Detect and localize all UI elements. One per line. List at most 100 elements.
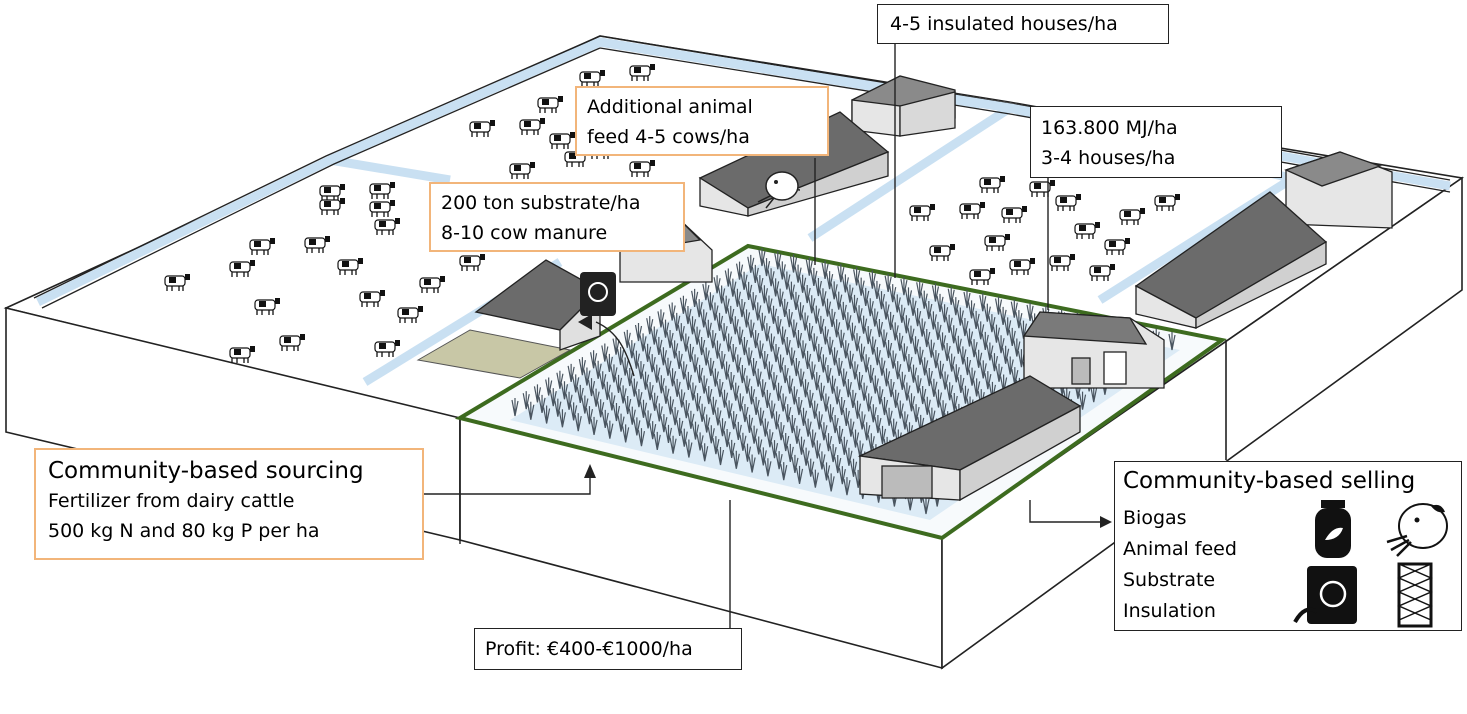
- crop-plant: [704, 319, 712, 338]
- cow: [909, 204, 935, 221]
- crop-plant: [660, 414, 668, 433]
- crop-plant: [758, 312, 766, 331]
- crop-plant: [887, 379, 895, 398]
- crop-plant: [801, 312, 809, 331]
- crop-plant: [614, 374, 623, 393]
- crop-plant: [804, 350, 812, 370]
- crop-plant: [947, 286, 955, 305]
- crop-plant: [622, 424, 630, 443]
- crop-plant: [824, 365, 832, 384]
- crop-plant: [843, 477, 851, 496]
- crop-plant: [695, 299, 703, 318]
- crop-plant: [822, 462, 831, 481]
- crop-plant: [806, 389, 814, 409]
- cow: [1055, 194, 1081, 211]
- crop-plant: [967, 300, 976, 319]
- crop-plant: [939, 400, 947, 419]
- crop-plant: [981, 331, 989, 350]
- crop-plant: [842, 407, 850, 426]
- crop-plant: [729, 344, 737, 363]
- crop-plant: [884, 273, 892, 292]
- crop-plant: [776, 288, 784, 307]
- crop-plant: [612, 402, 621, 422]
- cow: [1001, 206, 1027, 223]
- crop-plant: [709, 330, 717, 349]
- crop-plant: [758, 248, 766, 267]
- crop-plant: [649, 421, 657, 440]
- crop-plant: [765, 295, 773, 314]
- crop-plant: [853, 267, 861, 286]
- crop-plant: [787, 281, 796, 300]
- crop-plant: [931, 283, 940, 302]
- crop-plant: [695, 364, 704, 384]
- community-sourcing-box: Community-based sourcing Fertilizer from…: [34, 448, 424, 560]
- crop-plant: [878, 425, 887, 445]
- crop-plant: [777, 422, 785, 441]
- crop-plant: [735, 261, 744, 280]
- crop-plant: [599, 371, 607, 390]
- cow: [629, 160, 655, 177]
- sourcing-line1: Fertilizer from dairy cattle: [48, 490, 295, 512]
- crop-plant: [685, 439, 693, 458]
- cow-head-map-icon: [757, 171, 799, 209]
- crop-plant: [659, 347, 668, 366]
- crop-plant: [728, 439, 736, 458]
- crop-plant: [653, 431, 661, 451]
- sourcing-line2: 500 kg N and 80 kg P per ha: [48, 520, 320, 542]
- crop-plant: [687, 410, 695, 429]
- crop-plant: [673, 312, 681, 331]
- crop-plant: [723, 429, 731, 448]
- cow: [229, 260, 255, 277]
- crop-plant: [578, 357, 586, 376]
- cow: [579, 70, 605, 87]
- crop-plant: [826, 336, 834, 355]
- crop-plant: [904, 287, 913, 306]
- crop-plant: [560, 381, 569, 400]
- cow: [369, 200, 395, 217]
- crop-plant: [963, 356, 972, 376]
- crop-plant: [979, 360, 987, 379]
- crop-plant: [887, 311, 895, 331]
- crop-plant: [835, 291, 843, 310]
- crop-plant: [851, 361, 859, 380]
- crop-plant: [977, 321, 985, 340]
- cow-eating-icon: [1386, 503, 1448, 557]
- crop-plant: [691, 288, 699, 308]
- crop-plant: [903, 382, 911, 401]
- substrate-bag-map-icon: [580, 272, 616, 316]
- crop-plant: [712, 436, 720, 455]
- crop-plant: [632, 350, 640, 369]
- crop-plant: [666, 330, 674, 349]
- crop-plant: [617, 413, 625, 432]
- crop-plant: [932, 350, 940, 369]
- cow: [469, 120, 495, 137]
- crop-plant: [772, 278, 780, 297]
- crop-plant: [782, 432, 790, 452]
- crop-plant: [898, 304, 906, 323]
- crop-plant: [810, 267, 818, 286]
- crop-plant: [975, 349, 983, 368]
- crop-plant: [840, 436, 848, 455]
- crop-plant: [818, 451, 826, 470]
- crop-plant: [844, 312, 852, 331]
- crop-plant: [716, 447, 725, 466]
- crop-plant: [780, 462, 788, 481]
- crop-plant: [815, 411, 823, 430]
- cow: [319, 198, 345, 215]
- crop-plant: [730, 411, 738, 430]
- crop-plant: [1008, 327, 1016, 347]
- crop-plant: [849, 458, 858, 477]
- crop-plant: [827, 473, 835, 492]
- crop-plant: [739, 432, 747, 451]
- crop-plant: [774, 251, 782, 270]
- crop-plant: [754, 368, 762, 387]
- crop-plant: [860, 382, 868, 401]
- crop-plant: [725, 333, 733, 352]
- crop-plant: [655, 403, 663, 422]
- crop-plant: [608, 392, 616, 411]
- crop-plant: [738, 365, 746, 384]
- crop-plant: [812, 305, 820, 324]
- crop-plant: [777, 354, 785, 373]
- crop-plant: [732, 382, 740, 401]
- crop-plant: [775, 451, 783, 470]
